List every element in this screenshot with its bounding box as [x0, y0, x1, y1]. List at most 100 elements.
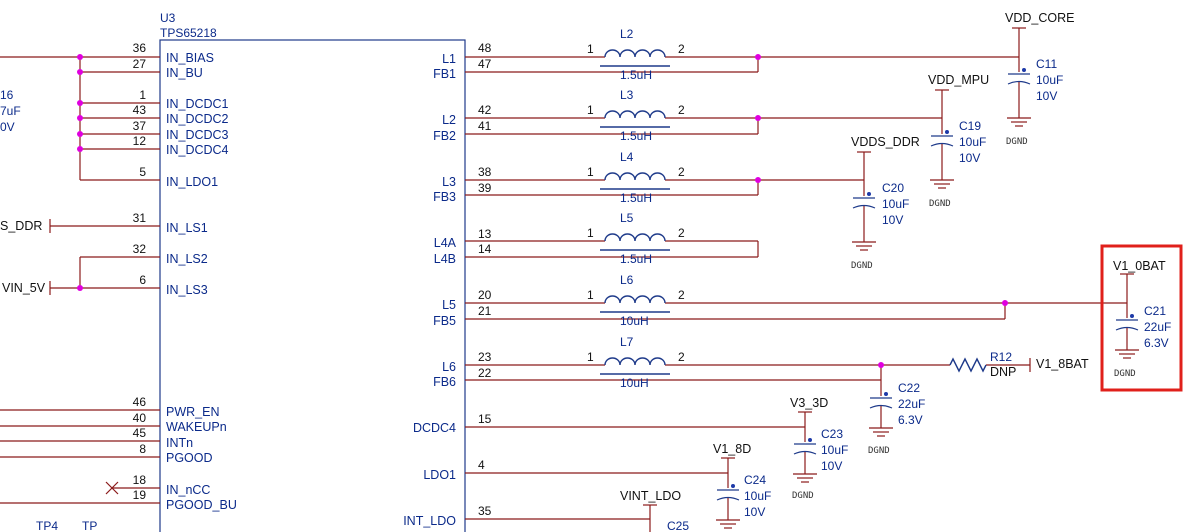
left-cap-value: 7uF	[0, 104, 21, 118]
svg-text:6: 6	[139, 273, 146, 287]
svg-text:L4A: L4A	[434, 236, 457, 250]
svg-text:1: 1	[139, 88, 146, 102]
svg-text:10V: 10V	[882, 213, 903, 227]
right-pin-names: L1 FB1 L2 FB2 L3 FB3 L4A L4B L5 FB5 L6 F…	[403, 52, 456, 528]
inductor-coils	[600, 49, 670, 375]
svg-text:8: 8	[139, 442, 146, 456]
svg-text:FB6: FB6	[433, 375, 456, 389]
capacitor-c25: VINT_LDO C25	[620, 489, 689, 532]
net-vdd-core: VDD_CORE	[1005, 11, 1074, 25]
svg-text:FB5: FB5	[433, 314, 456, 328]
svg-text:C24: C24	[744, 473, 766, 487]
svg-text:C11: C11	[1036, 57, 1057, 71]
net-vint-ldo: VINT_LDO	[620, 489, 681, 503]
left-cap-ref: 16	[0, 88, 14, 102]
svg-text:C25: C25	[667, 519, 689, 532]
svg-text:2: 2	[678, 42, 685, 56]
svg-text:31: 31	[133, 211, 147, 225]
svg-text:C21: C21	[1144, 304, 1166, 318]
inductor-l4-value: 1.5uH	[620, 191, 652, 205]
svg-text:C20: C20	[882, 181, 904, 195]
svg-text:DGND: DGND	[1006, 137, 1028, 147]
svg-text:DGND: DGND	[851, 261, 873, 271]
svg-text:22uF: 22uF	[898, 397, 925, 411]
net-vin-5v: VIN_5V	[2, 281, 46, 295]
svg-text:IN_DCDC1: IN_DCDC1	[166, 97, 229, 111]
inductor-l7-value: 10uH	[620, 376, 649, 390]
svg-text:48: 48	[478, 41, 492, 55]
svg-text:WAKEUPn: WAKEUPn	[166, 420, 227, 434]
svg-text:1: 1	[587, 165, 594, 179]
inductor-l2-ref: L2	[620, 27, 634, 41]
inductor-l3-value: 1.5uH	[620, 129, 652, 143]
svg-text:13: 13	[478, 227, 492, 241]
svg-text:PWR_EN: PWR_EN	[166, 405, 219, 419]
svg-text:FB3: FB3	[433, 190, 456, 204]
svg-text:FB2: FB2	[433, 129, 456, 143]
net-v1-8bat: V1_8BAT	[1036, 357, 1089, 371]
svg-text:L2: L2	[442, 113, 456, 127]
svg-text:INTn: INTn	[166, 436, 193, 450]
svg-text:L1: L1	[442, 52, 456, 66]
svg-text:6.3V: 6.3V	[898, 413, 923, 427]
svg-text:20: 20	[478, 288, 492, 302]
highlight-box	[1100, 244, 1183, 392]
svg-text:PGOOD: PGOOD	[166, 451, 213, 465]
svg-text:23: 23	[478, 350, 492, 364]
net-v1-8d: V1_8D	[713, 442, 751, 456]
svg-text:37: 37	[133, 119, 147, 133]
svg-text:DCDC4: DCDC4	[413, 421, 456, 435]
inductor-labels: L2 L3 L4 L5 L6 L7 1.5uH 1.5uH 1.5uH 1.5u…	[587, 27, 685, 390]
svg-text:21: 21	[478, 304, 492, 318]
svg-text:2: 2	[678, 165, 685, 179]
resistor-ref: R12	[990, 350, 1012, 364]
left-cap-voltage: 0V	[0, 120, 15, 134]
left-pin-wires	[0, 56, 160, 504]
svg-text:38: 38	[478, 165, 492, 179]
svg-text:10V: 10V	[1036, 89, 1057, 103]
inductor-l2-value: 1.5uH	[620, 68, 652, 82]
svg-text:41: 41	[478, 119, 492, 133]
svg-text:15: 15	[478, 412, 492, 426]
svg-text:10V: 10V	[959, 151, 980, 165]
svg-text:10uF: 10uF	[959, 135, 986, 149]
svg-text:27: 27	[133, 57, 147, 71]
svg-text:DGND: DGND	[868, 446, 890, 456]
svg-text:L4B: L4B	[434, 252, 456, 266]
svg-text:4: 4	[478, 458, 485, 472]
svg-text:18: 18	[133, 473, 147, 487]
svg-text:LDO1: LDO1	[423, 468, 456, 482]
svg-text:47: 47	[478, 57, 492, 71]
svg-text:C19: C19	[959, 119, 981, 133]
svg-text:1: 1	[587, 42, 594, 56]
inductor-l3-ref: L3	[620, 88, 634, 102]
svg-text:IN_BIAS: IN_BIAS	[166, 51, 214, 65]
svg-text:IN_nCC: IN_nCC	[166, 483, 210, 497]
svg-text:IN_LS3: IN_LS3	[166, 283, 208, 297]
svg-text:6.3V: 6.3V	[1144, 336, 1169, 350]
svg-text:1: 1	[587, 103, 594, 117]
right-pin-numbers: 48 47 42 41 38 39 13 14 20 21 23 22 15 4…	[478, 41, 492, 518]
capacitor-c20: VDDS_DDR C20 10uF 10V DGND	[851, 135, 920, 271]
right-junction-dots	[755, 54, 1008, 368]
net-tee-marks	[643, 27, 1134, 506]
svg-text:22uF: 22uF	[1144, 320, 1171, 334]
svg-text:45: 45	[133, 426, 147, 440]
inductor-l6-value: 10uH	[620, 314, 649, 328]
svg-text:35: 35	[478, 504, 492, 518]
svg-text:10uF: 10uF	[1036, 73, 1063, 87]
inductor-l6-ref: L6	[620, 273, 634, 287]
capacitor-c19: VDD_MPU C19 10uF 10V DGND	[928, 73, 989, 209]
testpoint-tp4: TP4	[36, 519, 58, 532]
net-vdds-ddr: VDDS_DDR	[851, 135, 920, 149]
svg-text:IN_DCDC3: IN_DCDC3	[166, 128, 229, 142]
svg-text:IN_DCDC4: IN_DCDC4	[166, 143, 229, 157]
svg-text:19: 19	[133, 488, 147, 502]
left-pin-names: IN_BIAS IN_BU IN_DCDC1 IN_DCDC2 IN_DCDC3…	[166, 51, 237, 512]
svg-text:42: 42	[478, 103, 492, 117]
svg-text:2: 2	[678, 288, 685, 302]
svg-text:IN_BU: IN_BU	[166, 66, 203, 80]
svg-text:DGND: DGND	[929, 199, 951, 209]
capacitor-c11: VDD_CORE C11 10uF 10V DGND	[1005, 11, 1074, 147]
svg-text:10uF: 10uF	[744, 489, 771, 503]
